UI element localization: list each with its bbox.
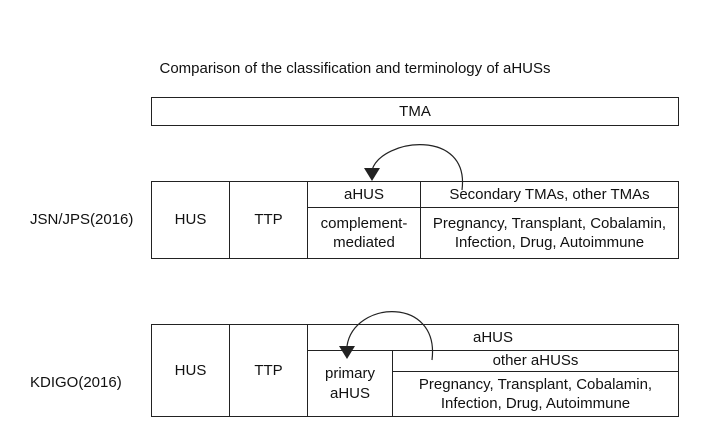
jsn-causes-line2: Infection, Drug, Autoimmune xyxy=(454,234,645,251)
kdigo-ttp-label: TTP xyxy=(254,361,283,379)
tma-box: TMA xyxy=(151,97,679,126)
jsn-complement-cell: complement- mediated xyxy=(307,207,421,259)
kdigo-causes-line1: Pregnancy, Transplant, Cobalamin, xyxy=(418,375,653,393)
jsn-ttp-label: TTP xyxy=(254,211,283,229)
jsn-hus-cell: HUS xyxy=(151,181,230,259)
jsn-hus-label: HUS xyxy=(174,211,207,229)
kdigo-row-label: KDIGO(2016) xyxy=(30,374,122,391)
jsn-secondary-tma-cell: Secondary TMAs, other TMAs xyxy=(420,181,679,208)
kdigo-ahus-label: aHUS xyxy=(472,328,513,346)
kdigo-primary-line1: primary xyxy=(324,365,375,382)
diagram-title: Comparison of the classification and ter… xyxy=(159,60,551,77)
kdigo-primary-cell: primary aHUS xyxy=(307,350,393,417)
jsn-complement-line1: complement- xyxy=(320,214,408,232)
kdigo-hus-cell: HUS xyxy=(151,324,230,417)
jsn-ttp-cell: TTP xyxy=(229,181,308,259)
kdigo-causes-line2: Infection, Drug, Autoimmune xyxy=(440,395,631,412)
jsn-causes-cell: Pregnancy, Transplant, Cobalamin, Infect… xyxy=(420,207,679,259)
kdigo-causes-cell: Pregnancy, Transplant, Cobalamin, Infect… xyxy=(392,371,679,417)
kdigo-hus-label: HUS xyxy=(174,361,207,379)
kdigo-ttp-cell: TTP xyxy=(229,324,308,417)
jsn-ahus-cell: aHUS xyxy=(307,181,421,208)
jsn-ahus-label: aHUS xyxy=(343,185,384,203)
kdigo-other-ahus-label: other aHUSs xyxy=(492,352,579,370)
kdigo-ahus-cell: aHUS xyxy=(307,324,679,351)
tma-label: TMA xyxy=(399,103,431,120)
jsn-row-label: JSN/JPS(2016) xyxy=(30,211,134,228)
jsn-complement-line2: mediated xyxy=(333,234,395,251)
jsn-secondary-tma-label: Secondary TMAs, other TMAs xyxy=(449,185,650,203)
kdigo-other-ahus-cell: other aHUSs xyxy=(392,350,679,372)
kdigo-primary-line2: aHUS xyxy=(329,384,370,402)
jsn-arrowhead-icon xyxy=(364,168,380,181)
jsn-causes-line1: Pregnancy, Transplant, Cobalamin, xyxy=(432,214,667,232)
